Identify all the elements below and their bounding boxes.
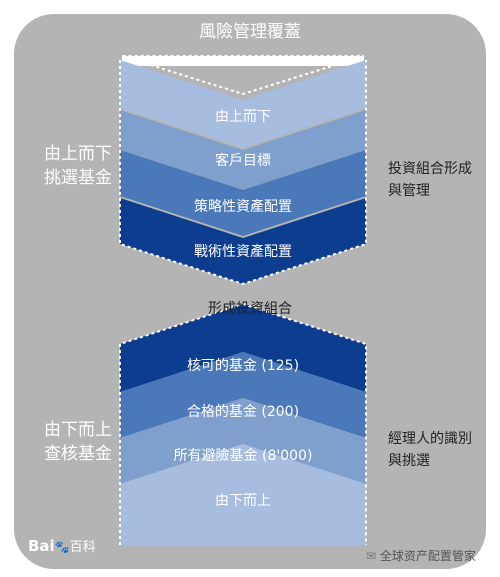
top-band-label-1: 由上而下 xyxy=(215,109,271,125)
top-chevron xyxy=(119,55,367,286)
diagram-title: 風險管理覆蓋 xyxy=(199,22,301,42)
wechat-icon: ✉ xyxy=(366,549,377,563)
bottom-band-4 xyxy=(120,444,366,545)
top-band-1 xyxy=(120,60,366,148)
bottom-band-1 xyxy=(120,304,366,392)
bottom-band-label-2: 合格的基金 (200) xyxy=(186,404,300,420)
bottom-band-label-4: 由下而上 xyxy=(215,493,271,509)
top-right-label-line-1: 投資組合形成 xyxy=(388,161,472,177)
top-band-label-2: 客戶目標 xyxy=(215,153,271,169)
top-left-label: 由上而下 挑選基金 xyxy=(30,142,126,190)
wechat-account-label: 全球资产配置管家 xyxy=(379,549,476,563)
baidu-watermark-label: 百科 xyxy=(69,540,96,555)
baidu-watermark: Bai🐾百科 xyxy=(28,536,96,555)
top-band-3 xyxy=(120,150,366,236)
bottom-right-label-line-2: 與挑選 xyxy=(388,453,430,469)
top-dashed-outline xyxy=(119,60,367,286)
top-band-4 xyxy=(120,198,366,284)
paw-icon: 🐾 xyxy=(54,540,70,554)
top-left-label-line-2: 挑選基金 xyxy=(44,168,112,188)
baidu-logo: Bai xyxy=(28,537,55,555)
bottom-band-label-1: 核可的基金 (125) xyxy=(186,358,300,374)
bottom-chevron xyxy=(119,302,367,545)
top-band-label-4: 戰術性資產配置 xyxy=(194,244,292,260)
middle-label: 形成投資組合 xyxy=(208,301,292,317)
top-notch-strip xyxy=(122,56,364,66)
bottom-left-label-line-1: 由下而上 xyxy=(44,420,112,440)
bottom-dashed-outline xyxy=(119,302,367,545)
wechat-account: ✉ 全球资产配置管家 xyxy=(366,547,476,564)
bottom-band-3 xyxy=(120,398,366,484)
bottom-band-2 xyxy=(120,352,366,438)
bottom-left-label-line-2: 查核基金 xyxy=(44,444,112,464)
bottom-left-label: 由下而上 查核基金 xyxy=(30,418,126,466)
bottom-band-label-3: 所有避險基金 (8'000) xyxy=(173,448,313,464)
bottom-right-label-line-1: 經理人的識別 xyxy=(388,431,472,447)
top-right-label-line-2: 與管理 xyxy=(388,183,430,199)
bottom-right-label: 經理人的識別 與挑選 xyxy=(388,428,472,472)
top-left-label-line-1: 由上而下 xyxy=(44,144,112,164)
top-right-label: 投資組合形成 與管理 xyxy=(388,158,472,202)
top-band-label-3: 策略性資產配置 xyxy=(194,199,292,215)
top-dashed-notch xyxy=(121,55,365,96)
